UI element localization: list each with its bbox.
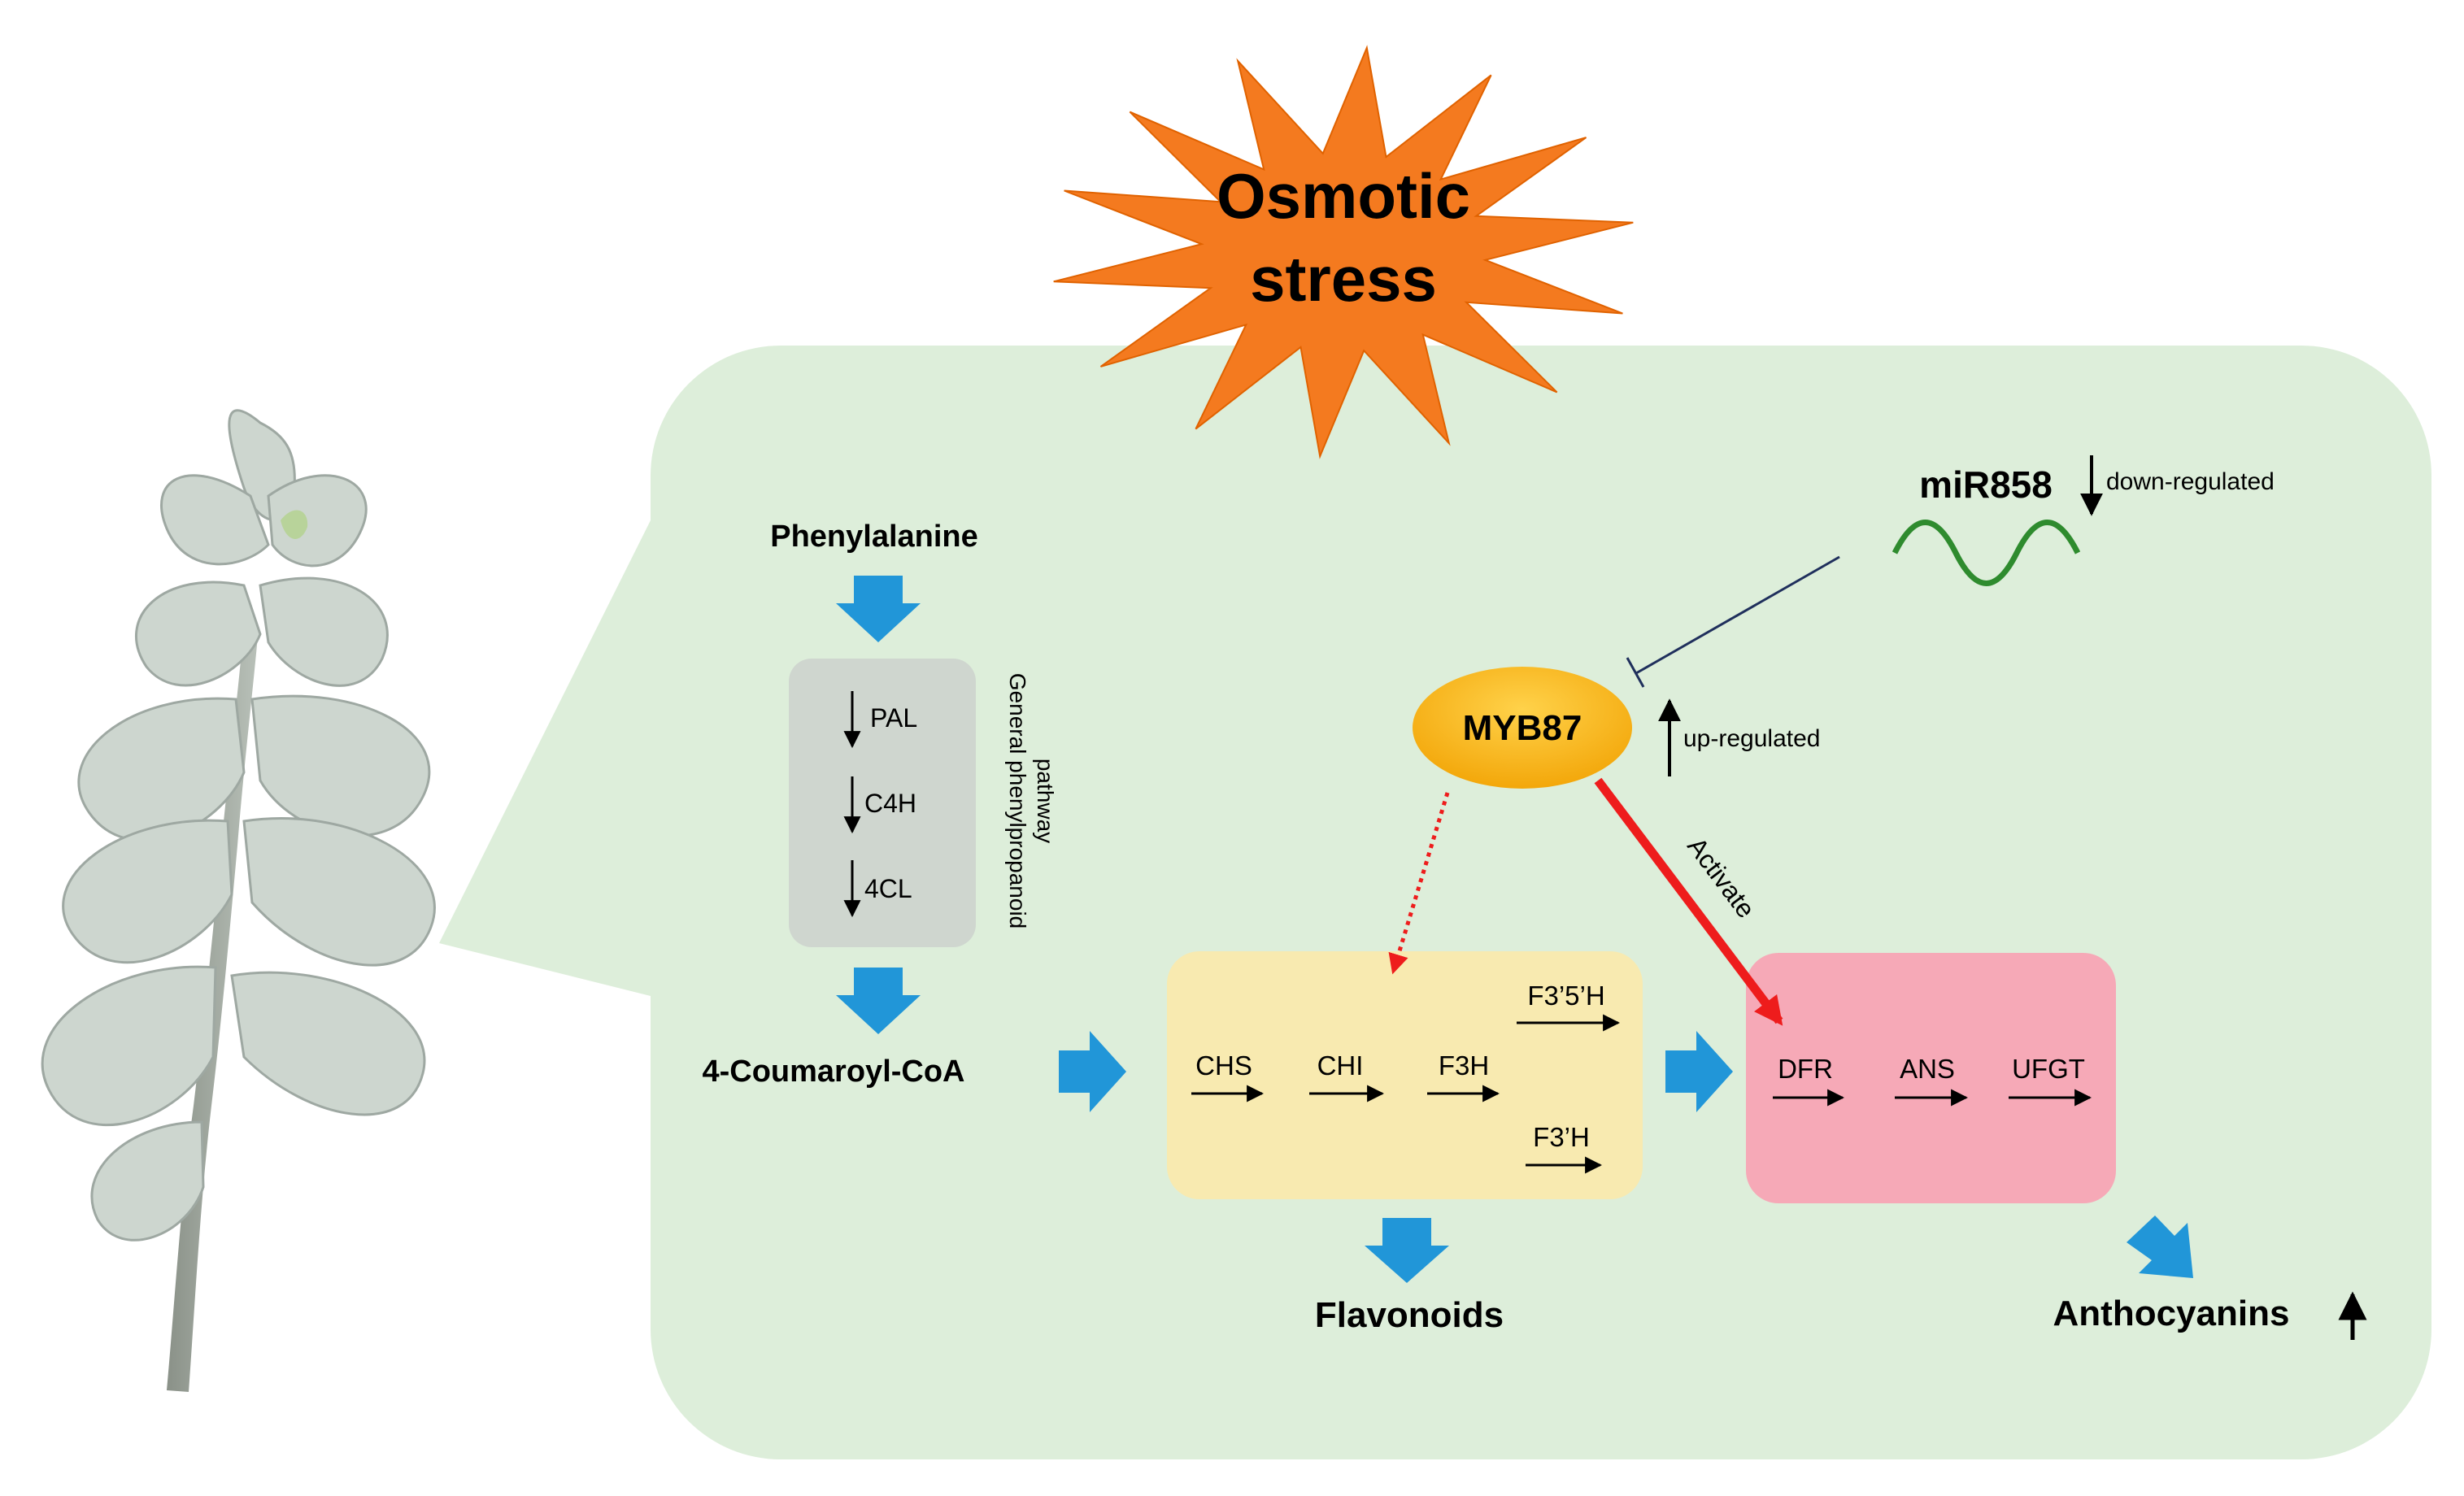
plant-illustration [41, 409, 436, 1392]
mir858-wave [1892, 520, 2081, 586]
blue-arrow-down-flavonoids [1365, 1218, 1449, 1283]
blue-arrow-right-2 [1665, 1031, 1733, 1112]
blue-arrow-diagonal-anthocyanins [2127, 1216, 2193, 1278]
myb87-node [1413, 667, 1632, 789]
enzyme-ufgt: UFGT [2012, 1054, 2085, 1084]
general-pathway-label-line1: General phenylpropanoid [1005, 673, 1030, 928]
inhibition-bar [1626, 657, 1645, 688]
general-pathway-label-line2: pathway [1033, 759, 1058, 843]
stress-label-line2: stress [1250, 243, 1437, 315]
mir858-label: miR858 [1919, 463, 2053, 506]
flavonoid-pathway-box [1167, 951, 1643, 1199]
enzyme-chs: CHS [1195, 1050, 1252, 1081]
mir858-status: down-regulated [2106, 468, 2275, 495]
coumaroyl-coa-label: 4-Coumaroyl-CoA [702, 1055, 964, 1089]
enzyme-dfr: DFR [1778, 1054, 1833, 1084]
osmotic-stress-starburst: Osmotic stress [1053, 45, 1634, 459]
enzyme-pal: PAL [870, 703, 917, 733]
anthocyanins-label: Anthocyanins [2053, 1294, 2290, 1333]
enzyme-4cl: 4CL [864, 874, 912, 903]
general-pathway-box [789, 659, 976, 947]
myb87-label: MYB87 [1463, 708, 1582, 748]
phenylalanine-label: Phenylalanine [770, 520, 978, 554]
enzyme-f3h-prime: F3’H [1533, 1122, 1590, 1152]
enzyme-c4h: C4H [864, 789, 916, 818]
flavonoids-label: Flavonoids [1315, 1295, 1504, 1335]
myb87-activate-arrow [1594, 777, 1783, 1026]
stress-label-line1: Osmotic [1217, 160, 1470, 232]
blue-arrow-down-1 [836, 576, 921, 642]
inhibition-line [1635, 555, 1840, 675]
general-pathway-label: General phenylpropanoid pathway [1005, 673, 1058, 928]
enzyme-chi: CHI [1317, 1050, 1364, 1081]
cell-panel [439, 346, 2431, 1459]
enzyme-ans: ANS [1900, 1054, 1955, 1084]
enzyme-f35h: F3’5’H [1527, 981, 1604, 1011]
anthocyanin-pathway-box [1746, 953, 2116, 1203]
enzyme-f3h: F3H [1439, 1050, 1489, 1081]
myb87-status: up-regulated [1683, 725, 1820, 752]
blue-arrow-right-1 [1059, 1031, 1126, 1112]
blue-arrow-down-2 [836, 968, 921, 1034]
